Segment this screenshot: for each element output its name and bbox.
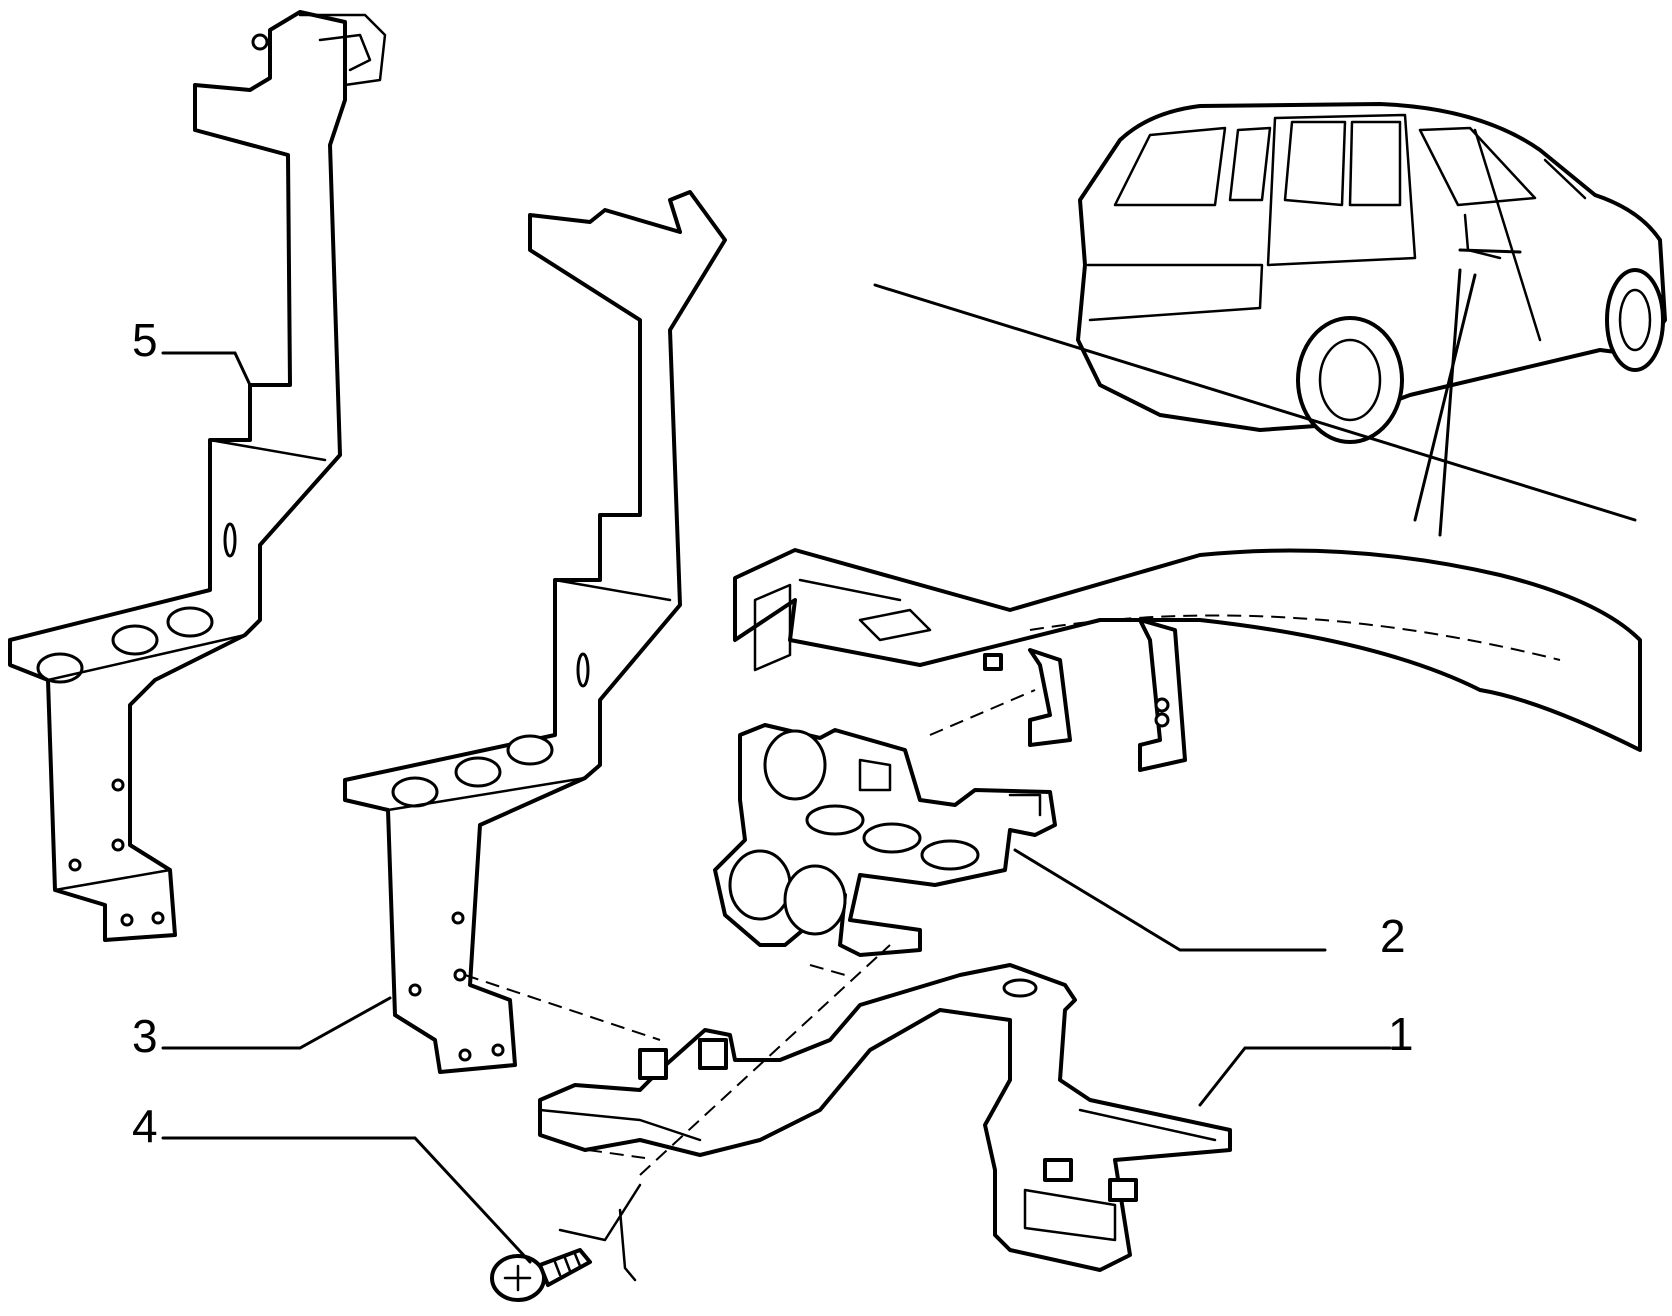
part-2-bracket xyxy=(713,723,1057,957)
assembly-line-c xyxy=(639,944,891,1176)
assembly-line-a xyxy=(464,974,661,1041)
part-4-screw xyxy=(490,1248,592,1302)
part-5-bracket xyxy=(8,10,387,942)
leader-line-3 xyxy=(161,996,392,1050)
part-1-bracket xyxy=(538,963,1232,1272)
assembly-line-e xyxy=(587,1149,646,1159)
leader-line-5 xyxy=(161,351,252,387)
pointer-line-b xyxy=(1438,268,1462,537)
leader-line-4 xyxy=(161,1136,532,1264)
ground-line xyxy=(873,283,1637,522)
callout-5: 5 xyxy=(132,314,158,366)
callout-3: 3 xyxy=(132,1010,158,1062)
callout-1: 1 xyxy=(1388,1008,1414,1060)
leader-line-2 xyxy=(1013,848,1327,952)
part-3-bracket xyxy=(343,190,727,1074)
callout-2: 2 xyxy=(1380,910,1406,962)
callout-4: 4 xyxy=(132,1100,158,1152)
assembly-line-d xyxy=(809,964,846,976)
floor-section xyxy=(733,548,1642,772)
pointer-line-a xyxy=(1413,273,1477,522)
assembly-line-b xyxy=(929,689,1036,736)
leader-line-1 xyxy=(1198,1046,1392,1107)
screw-guide xyxy=(558,1183,642,1282)
vehicle-inset xyxy=(1076,102,1667,444)
